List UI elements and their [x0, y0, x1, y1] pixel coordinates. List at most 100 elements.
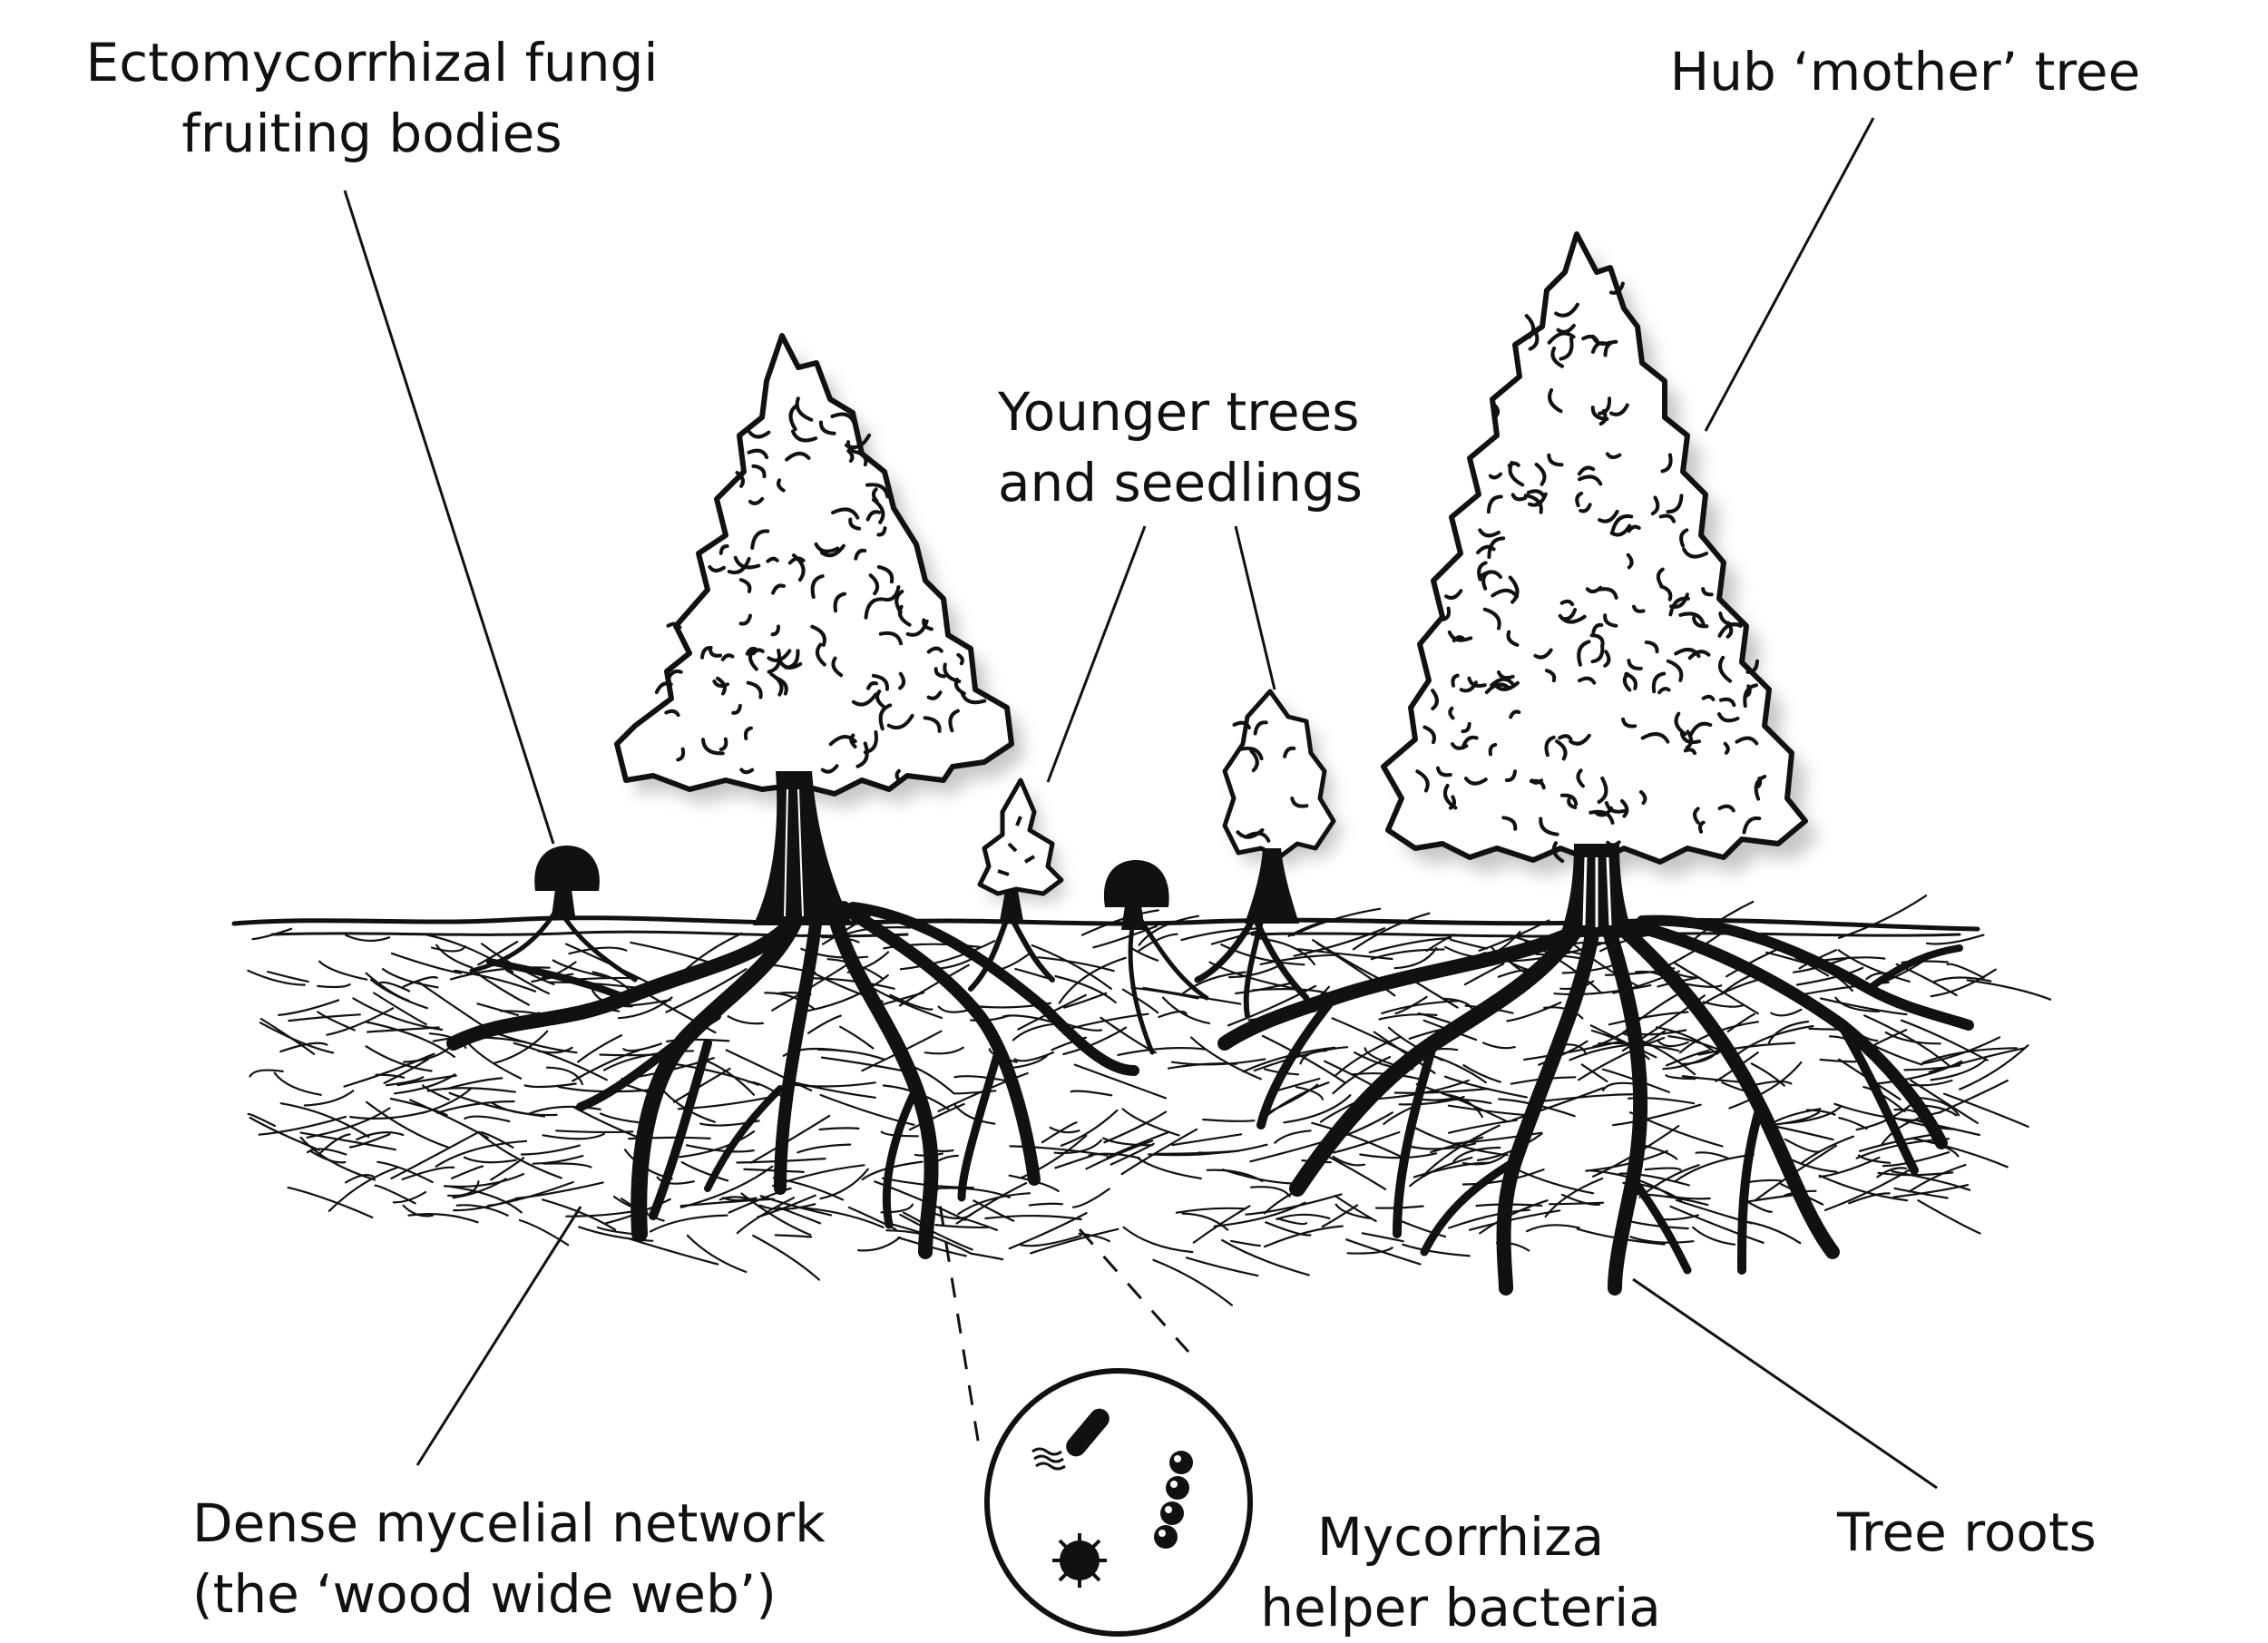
hypha-strand: [346, 935, 389, 941]
hypha-strand: [1696, 1152, 1729, 1159]
hypha-strand: [464, 1158, 516, 1162]
hypha-strand: [319, 962, 367, 980]
mother-tree-canopy: [1383, 234, 1805, 862]
hypha-strand: [1483, 1043, 1515, 1049]
hypha-strand: [1445, 1077, 1527, 1098]
hypha-strand: [260, 1022, 333, 1052]
hypha-strand: [966, 1219, 997, 1230]
bacteria-magnifier-circle: [987, 1371, 1250, 1634]
hypha-strand: [1785, 1139, 1819, 1152]
hypha-strand: [1886, 1032, 1941, 1043]
younger-tree-canopy: [1225, 691, 1334, 857]
hypha-strand: [925, 1048, 963, 1054]
hypha-strand: [665, 1062, 758, 1084]
hypha-strand: [1403, 1245, 1470, 1257]
hypha-strand: [1187, 1257, 1257, 1276]
hypha-strand: [398, 1076, 456, 1086]
hypha-strand: [1733, 1026, 1813, 1059]
hypha-strand: [288, 1188, 373, 1218]
hypha-strand: [1131, 948, 1158, 961]
hypha-strand: [1658, 1042, 1687, 1046]
hypha-strand: [1671, 1207, 1764, 1243]
hypha-strand: [1839, 895, 1926, 938]
hypha-strand: [480, 1133, 562, 1178]
hypha-strand: [797, 1145, 850, 1153]
hypha-strand: [543, 1163, 591, 1167]
hypha-strand: [1275, 1130, 1310, 1142]
large-conifer-tree: [617, 336, 1024, 925]
hypha-strand: [1839, 1118, 1866, 1129]
label-younger-trees-line2: and seedlings: [998, 447, 1397, 518]
hypha-strand: [1155, 1151, 1239, 1154]
hypha-strand: [467, 1042, 521, 1079]
hypha-strand: [1071, 1091, 1112, 1096]
label-mycelial-network-line1: Dense mycelial network: [192, 1488, 846, 1559]
hypha-strand: [1683, 1048, 1721, 1064]
hypha-strand: [1875, 1030, 1906, 1044]
hypha-strand: [1246, 1194, 1341, 1214]
hypha-strand: [1742, 1195, 1794, 1202]
leader-mother-tree: [1706, 118, 1873, 431]
hypha-strand: [1276, 1215, 1329, 1219]
label-younger-trees: Younger trees and seedlings: [998, 377, 1397, 518]
hypha-strand: [1517, 1169, 1593, 1193]
hypha-strand: [1123, 990, 1158, 1013]
hypha-strand: [477, 1003, 518, 1015]
hypha-strand: [728, 1016, 763, 1023]
hypha-strand: [776, 1235, 811, 1237]
hypha-strand: [1124, 1227, 1193, 1252]
hypha-strand: [1527, 1225, 1579, 1231]
hypha-strand: [516, 1182, 603, 1198]
hypha-strand: [1821, 1060, 1856, 1061]
hypha-strand: [1739, 1221, 1801, 1244]
hypha-strand: [475, 973, 529, 1005]
hypha-strand: [973, 1254, 1002, 1259]
hypha-strand: [1883, 1152, 1949, 1166]
label-mother-tree: Hub ‘mother’ tree: [1651, 36, 2159, 107]
hypha-strand: [409, 1214, 478, 1222]
hypha-strand: [1177, 1208, 1246, 1213]
hypha-strand: [630, 1239, 718, 1265]
label-fungi-line1: Ectomycorrhizal fungi: [36, 27, 708, 98]
hypha-strand: [1545, 1094, 1637, 1100]
hypha-strand: [623, 1043, 661, 1051]
hypha-strand: [1747, 1180, 1783, 1182]
hypha-strand: [547, 1068, 582, 1084]
hypha-strand: [744, 1169, 803, 1172]
hypha-strand: [1173, 1134, 1242, 1145]
hypha-strand: [1968, 980, 2051, 999]
hypha-strand: [1055, 1156, 1092, 1169]
hypha-strand: [376, 1186, 415, 1204]
hypha-strand: [820, 1128, 859, 1130]
hypha-strand: [1163, 998, 1209, 1023]
hypha-strand: [533, 1156, 583, 1164]
hypha-strand: [1913, 1139, 2007, 1167]
hypha-strand: [1030, 1204, 1062, 1206]
hypha-strand: [1139, 1159, 1201, 1178]
hypha-strand: [1265, 1227, 1343, 1247]
hypha-strand: [1415, 1128, 1508, 1155]
hypha-strand: [1251, 1187, 1290, 1196]
hypha-strand: [248, 971, 304, 985]
hypha-strand: [1207, 1170, 1263, 1181]
hypha-strand: [1296, 1087, 1323, 1100]
label-helper-bacteria-line2: helper bacteria: [1243, 1572, 1678, 1643]
mushroom-fruiting-body: [1104, 860, 1169, 930]
hypha-strand: [1172, 1059, 1265, 1064]
hypha-strand: [751, 1116, 829, 1163]
hypha-strand: [1451, 940, 1487, 949]
leader-younger-tree: [1236, 526, 1275, 689]
label-tree-roots: Tree roots: [1837, 1497, 2136, 1568]
hypha-strand: [1771, 1010, 1801, 1015]
hypha-strand: [1410, 1158, 1471, 1186]
hypha-strand: [1380, 1014, 1437, 1019]
small-seedling: [980, 780, 1069, 921]
label-mycelial-network: Dense mycelial network (the ‘wood wide w…: [192, 1488, 846, 1629]
hypha-strand: [1704, 1002, 1744, 1006]
hypha-strand: [281, 1103, 369, 1137]
hypha-strand: [1382, 1001, 1457, 1013]
hypha-strand: [700, 1059, 754, 1095]
hypha-strand: [525, 1084, 576, 1087]
label-fungi-fruiting-bodies: Ectomycorrhizal fungi fruiting bodies: [36, 27, 708, 169]
